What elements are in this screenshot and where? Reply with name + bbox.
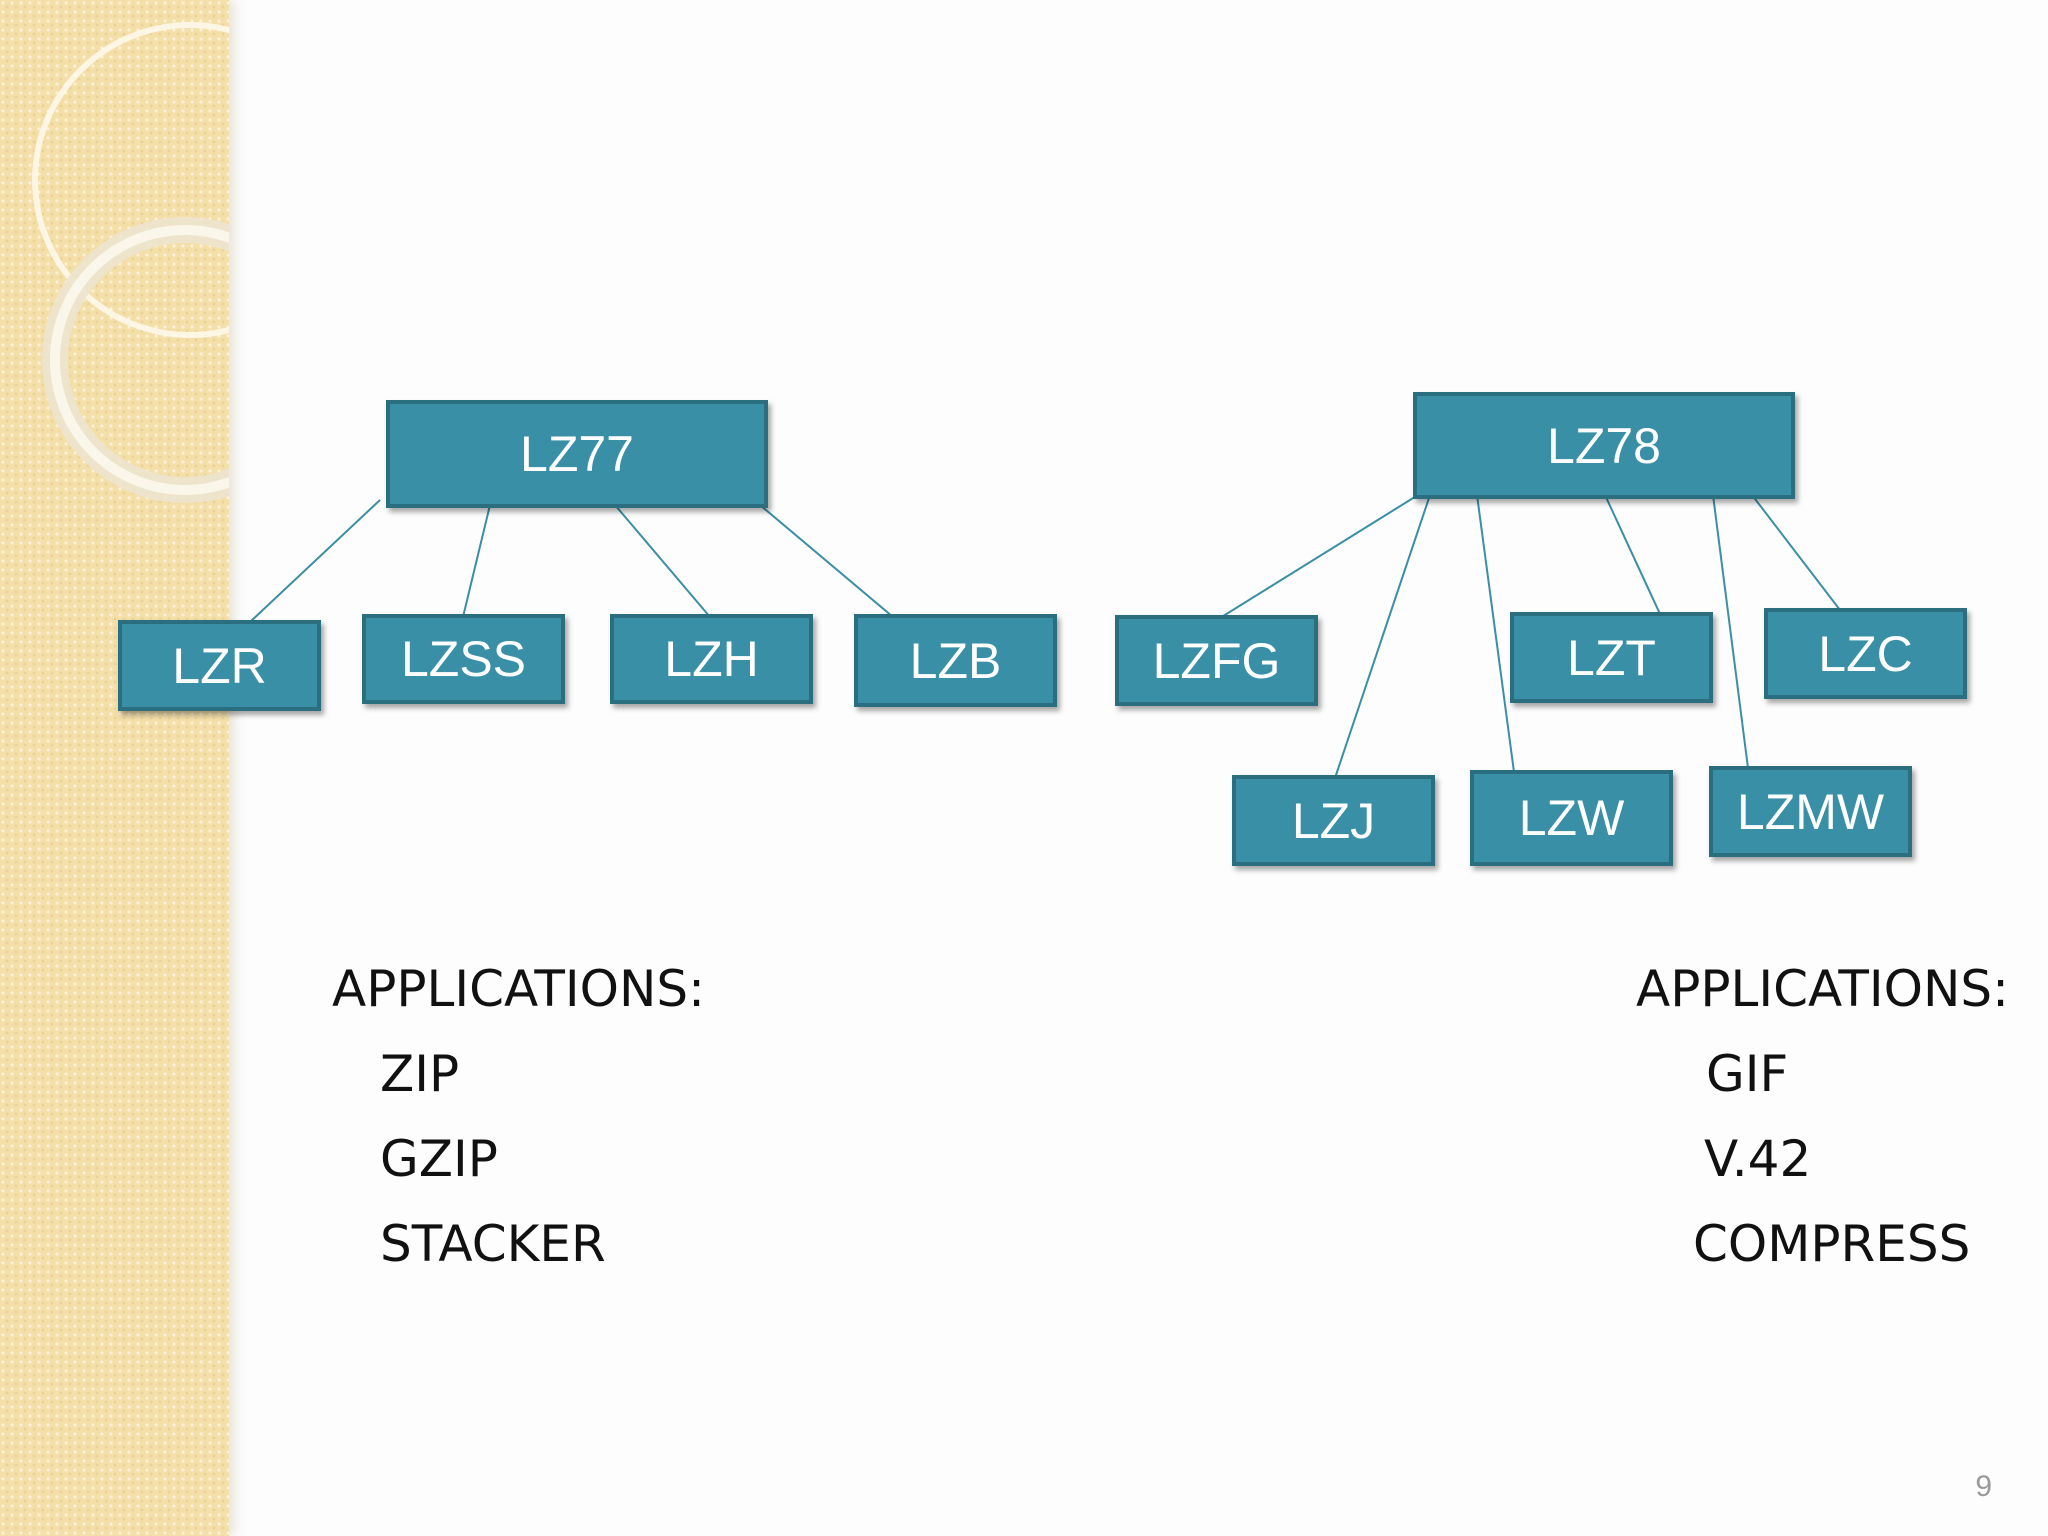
connector-lz78-lzmw — [1712, 494, 1749, 769]
node-lzfg: LZFG — [1115, 615, 1318, 706]
applications-left: APPLICATIONS: ZIP GZIP STACKER — [332, 947, 705, 1287]
applications-right-item: V.42 — [1704, 1130, 1812, 1188]
applications-left-item: ZIP — [380, 1045, 460, 1103]
applications-right: APPLICATIONS: GIF V.42 COMPRESS — [1636, 947, 2009, 1287]
node-lzb: LZB — [854, 614, 1057, 707]
node-lz77: LZ77 — [386, 400, 768, 508]
connector-lz77-lzb — [759, 504, 894, 618]
connector-lz78-lzj — [1334, 494, 1431, 779]
applications-right-heading: APPLICATIONS: — [1636, 960, 2009, 1018]
node-lz78: LZ78 — [1413, 392, 1795, 499]
connector-lz78-lzt — [1604, 494, 1661, 615]
node-lzss: LZSS — [362, 614, 565, 704]
decorative-side-band — [0, 0, 229, 1536]
connector-lz78-lzw — [1476, 494, 1515, 773]
applications-left-item: STACKER — [380, 1215, 606, 1273]
node-lzmw: LZMW — [1709, 766, 1912, 857]
applications-left-item: GZIP — [380, 1130, 498, 1188]
node-lzr: LZR — [118, 620, 321, 711]
node-lzw: LZW — [1470, 770, 1673, 866]
connector-lz77-lzh — [614, 504, 711, 618]
connector-lz77-lzr — [249, 499, 381, 623]
node-lzt: LZT — [1510, 612, 1713, 703]
page-number: 9 — [1975, 1470, 1992, 1503]
applications-right-item: COMPRESS — [1693, 1215, 1971, 1273]
node-lzh: LZH — [610, 614, 813, 704]
connector-lz78-lzfg — [1219, 494, 1419, 619]
node-lzj: LZJ — [1232, 775, 1435, 866]
connector-lz78-lzc — [1751, 494, 1841, 611]
applications-right-item: GIF — [1706, 1045, 1789, 1103]
connector-lz77-lzss — [462, 504, 491, 618]
applications-left-heading: APPLICATIONS: — [332, 960, 705, 1018]
node-lzc: LZC — [1764, 608, 1967, 699]
decorative-rings — [32, 22, 229, 503]
